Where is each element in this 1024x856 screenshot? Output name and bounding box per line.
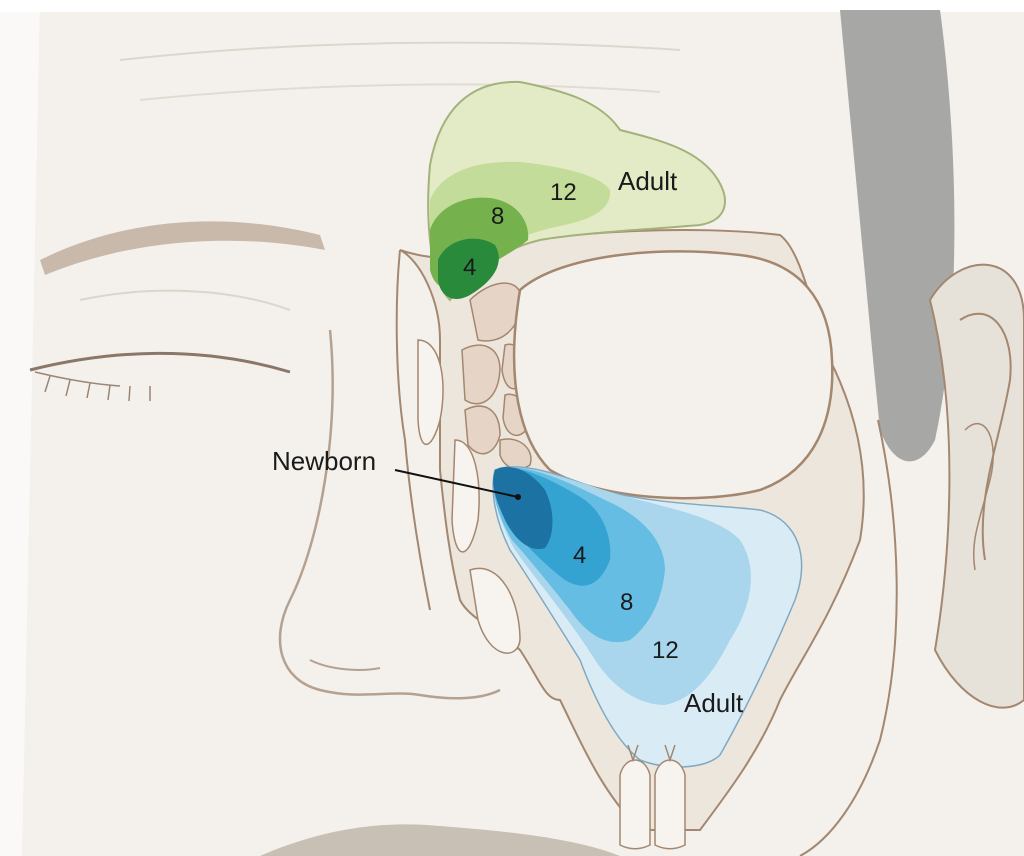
maxillary-age-4-label: 4 [573,542,586,569]
ethmoid-cell [465,406,500,454]
maxillary-newborn-label: Newborn [272,446,376,476]
frontal-adult-label: Adult [618,166,678,196]
newborn-leader-dot [515,494,521,500]
tooth [655,760,685,849]
frontal-age-12-label: 12 [550,179,577,206]
frontal-age-8-label: 8 [491,203,504,230]
maxillary-age-8-label: 8 [620,589,633,616]
orbit [514,251,832,498]
maxillary-age-12-label: 12 [652,637,679,664]
maxillary-adult-label: Adult [684,688,744,718]
frontal-age-4-label: 4 [463,254,476,281]
tooth [620,760,650,849]
